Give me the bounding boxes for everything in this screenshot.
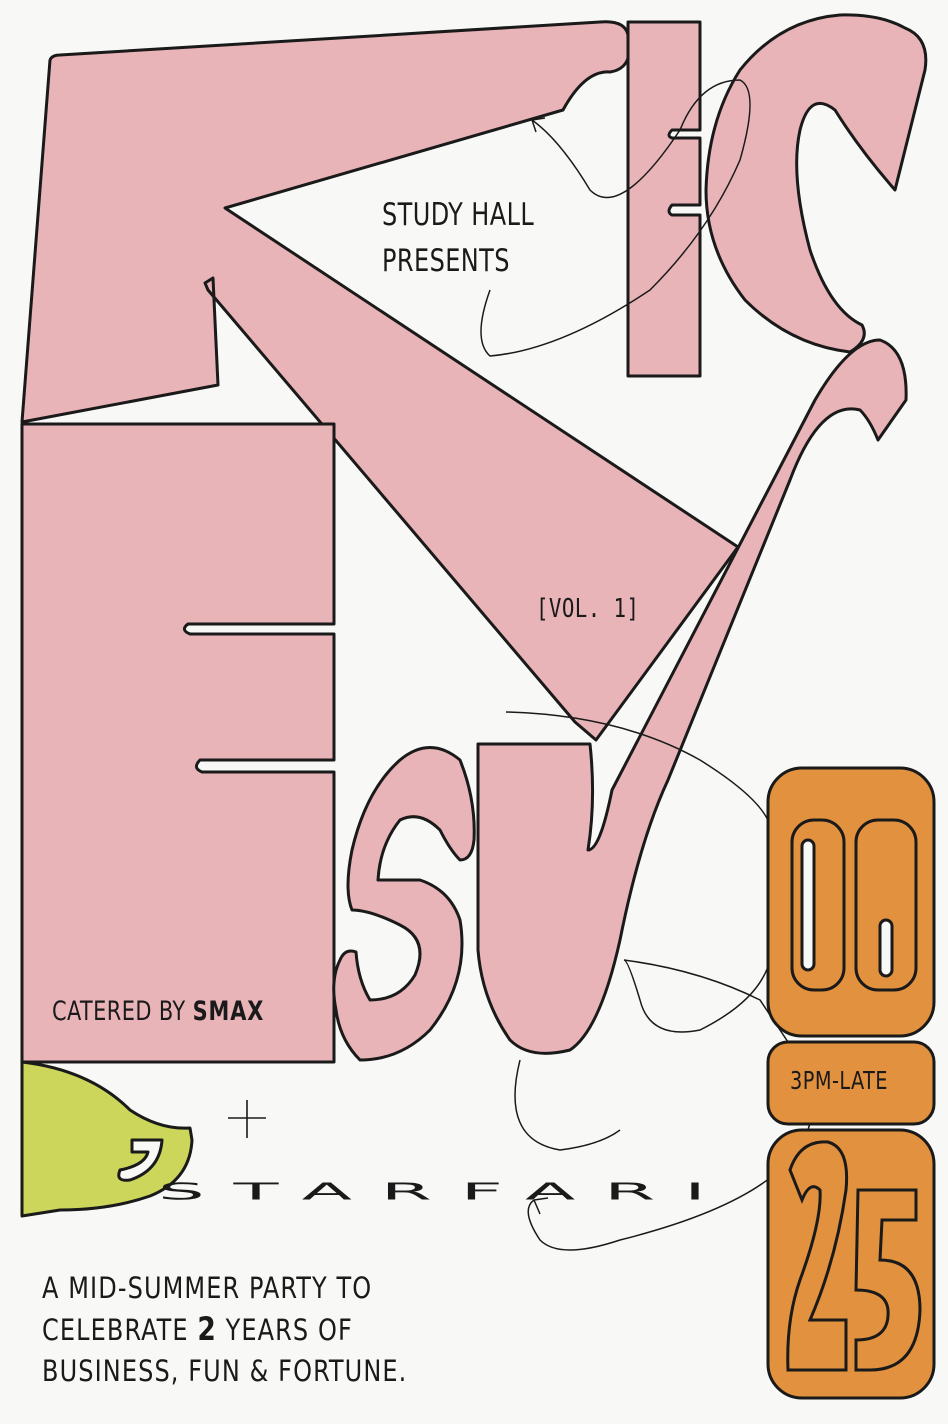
- digit-0-hole: [800, 838, 816, 972]
- volume-label: [VOL. 1]: [536, 594, 640, 624]
- arrow-head-low: [533, 1197, 549, 1215]
- tagline: A MID-SUMMER PARTY TO CELEBRATE 2 YEARS …: [42, 1268, 439, 1392]
- dj-name: STARFARI: [158, 1178, 735, 1205]
- letter-s-shape: [332, 746, 476, 1062]
- digit-6-outline: [854, 818, 918, 992]
- date-block-day: [766, 1128, 936, 1400]
- thin-curve-loop: [514, 1059, 621, 1151]
- digit-5-outline: [854, 1188, 922, 1372]
- caterer-line: CATERED BY SMAX: [52, 996, 264, 1027]
- thin-curve-low: [527, 959, 813, 1251]
- letter-i-shape: [626, 20, 702, 378]
- dj-shape: [20, 1060, 194, 1218]
- presenter-line-2: PRESENTS: [382, 243, 510, 279]
- digit-6-hole: [878, 918, 894, 978]
- arrow-head-top: [531, 117, 546, 133]
- thin-curve-mid: [505, 711, 772, 841]
- caterer-name: SMAX: [192, 996, 265, 1027]
- letter-v-shape: [476, 338, 908, 1055]
- tagline-line-3: BUSINESS, FUN & FORTUNE.: [42, 1354, 408, 1388]
- digit-0-outline: [790, 818, 846, 992]
- tagline-line-2: CELEBRATE 2 YEARS OF: [42, 1309, 407, 1351]
- caterer-prefix: CATERED BY: [52, 996, 186, 1027]
- tagline-line-2-prefix: CELEBRATE: [42, 1313, 189, 1347]
- time-block: [766, 1040, 936, 1126]
- letter-e-shape: [20, 422, 336, 1064]
- presenter-block: STUDY HALL PRESENTS: [382, 192, 559, 284]
- tagline-years-number: 2: [197, 1310, 217, 1348]
- thin-curve-top: [480, 79, 751, 357]
- dj-j-hole: [117, 1138, 164, 1182]
- letter-c-shape: [704, 13, 928, 354]
- tagline-line-1: A MID-SUMMER PARTY TO: [42, 1271, 373, 1305]
- digit-2-outline: [786, 1140, 849, 1372]
- event-time: 3PM-LATE: [790, 1066, 888, 1095]
- presenter-line-1: STUDY HALL: [382, 197, 535, 233]
- tagline-line-2-suffix: YEARS OF: [225, 1313, 353, 1347]
